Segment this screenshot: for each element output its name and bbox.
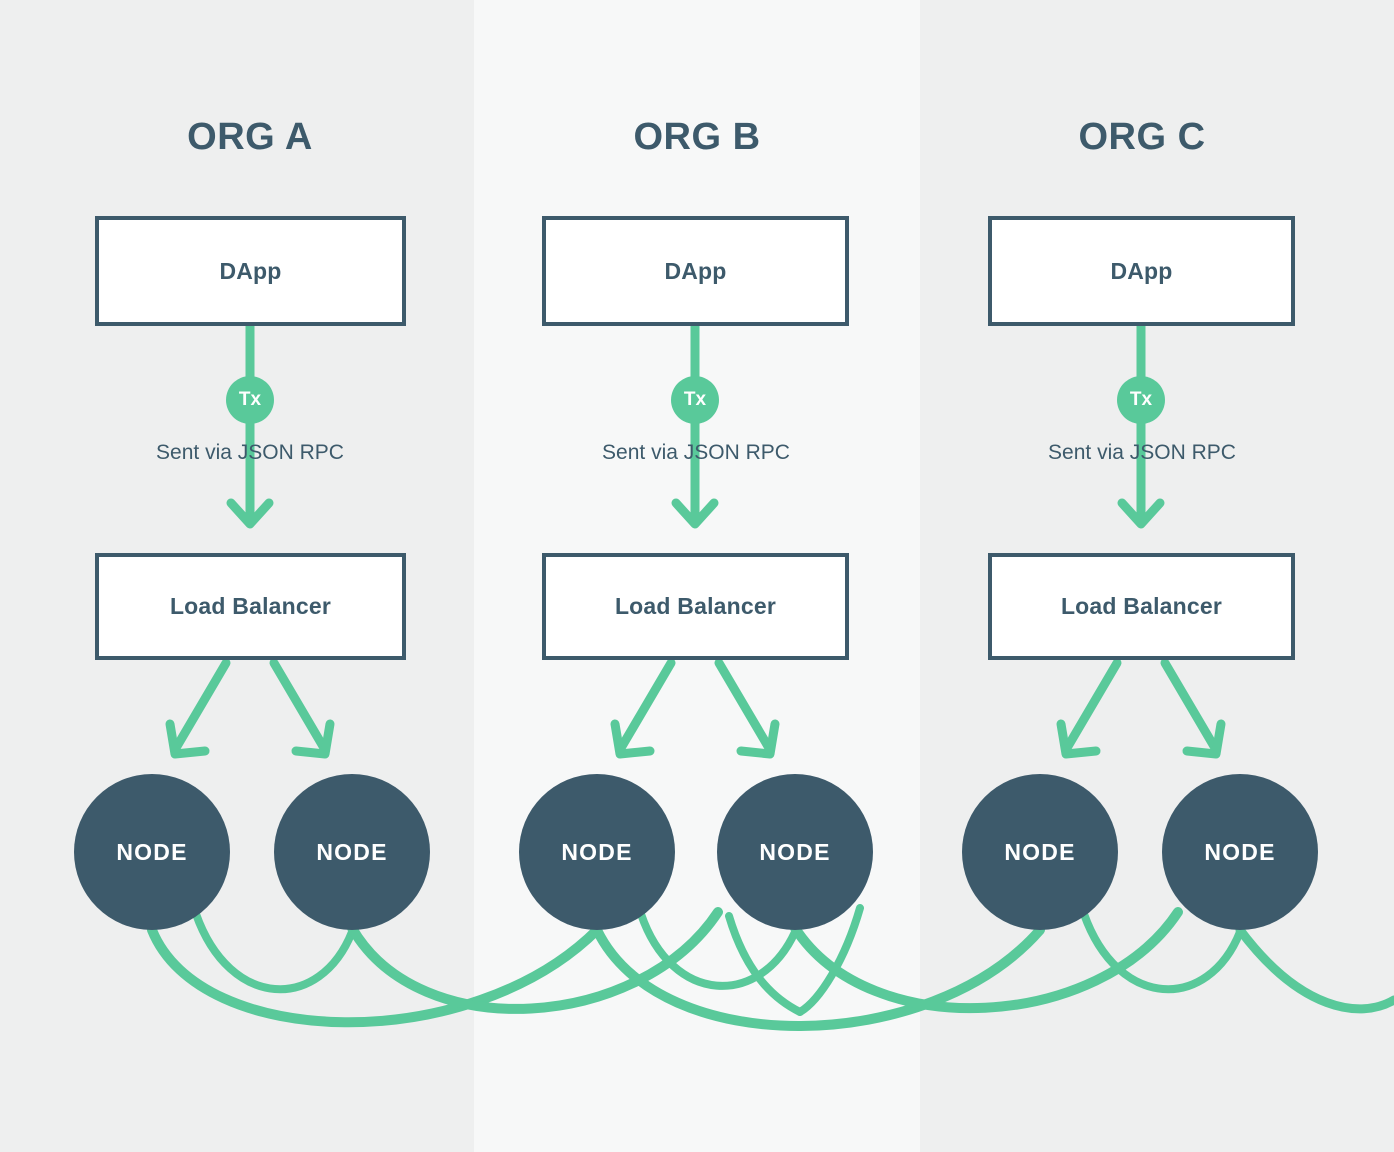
load-balancer-box-org-a[interactable]: Load Balancer — [95, 553, 406, 660]
dapp-box-org-c[interactable]: DApp — [988, 216, 1295, 326]
org-title-c: ORG C — [1078, 116, 1206, 158]
node-label-a2: NODE — [316, 839, 388, 865]
node-label-b1: NODE — [561, 839, 633, 865]
dapp-box-org-a[interactable]: DApp — [95, 216, 406, 326]
rpc-label-org-c: Sent via JSON RPC — [1048, 441, 1236, 464]
org-title-b: ORG B — [633, 116, 761, 158]
org-title-a: ORG A — [187, 116, 313, 158]
node-label-b2: NODE — [759, 839, 831, 865]
node-label-c1: NODE — [1004, 839, 1076, 865]
tx-badge-org-b: Tx — [671, 376, 719, 424]
tx-badge-org-c: Tx — [1117, 376, 1165, 424]
rpc-label-org-b: Sent via JSON RPC — [602, 441, 790, 464]
load-balancer-box-org-c[interactable]: Load Balancer — [988, 553, 1295, 660]
tx-badge-org-a: Tx — [226, 376, 274, 424]
node-label-a1: NODE — [116, 839, 188, 865]
rpc-label-org-a: Sent via JSON RPC — [156, 441, 344, 464]
node-label-c2: NODE — [1204, 839, 1276, 865]
dapp-box-org-b[interactable]: DApp — [542, 216, 849, 326]
load-balancer-box-org-b[interactable]: Load Balancer — [542, 553, 849, 660]
